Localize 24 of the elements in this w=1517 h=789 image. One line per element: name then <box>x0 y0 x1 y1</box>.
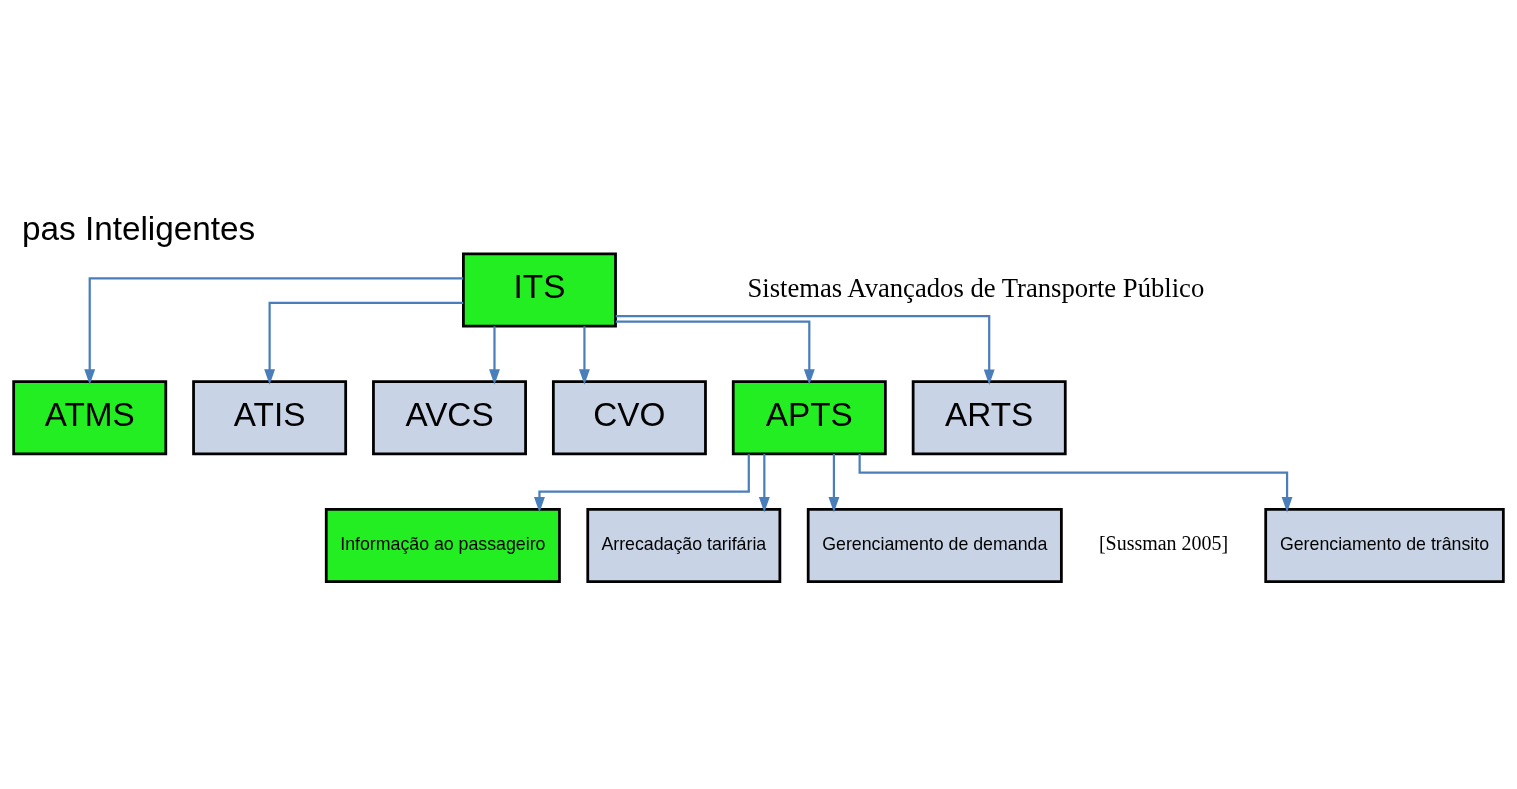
node-box: APTS <box>731 379 887 455</box>
node-box: Gerenciamento de demanda <box>806 507 1063 583</box>
arrow <box>489 325 500 385</box>
diagram-title: pas Inteligentes <box>21 209 256 247</box>
node-box: Arrecadação tarifária <box>586 507 782 583</box>
arrow <box>615 314 995 385</box>
node-box: ATMS <box>12 379 168 455</box>
arrow <box>828 453 840 512</box>
node-box: Gerenciamento de trânsito <box>1264 507 1505 583</box>
arrow <box>615 320 815 385</box>
node-box: ITS <box>462 252 617 328</box>
arrow <box>534 453 750 513</box>
node-box: CVO <box>551 379 707 455</box>
node-box: ARTS <box>911 379 1067 455</box>
arrow <box>84 276 464 385</box>
arrow <box>858 453 1293 512</box>
node-box: Informação ao passageiro <box>324 507 561 583</box>
node-box: ATIS <box>192 379 348 455</box>
arrow <box>758 453 770 512</box>
arrow <box>579 325 590 385</box>
label: Sistemas Avançados de Transporte Público <box>747 272 1205 303</box>
node-box: AVCS <box>372 379 527 455</box>
label: [Sussman 2005] <box>1098 531 1229 554</box>
arrow <box>264 301 464 385</box>
